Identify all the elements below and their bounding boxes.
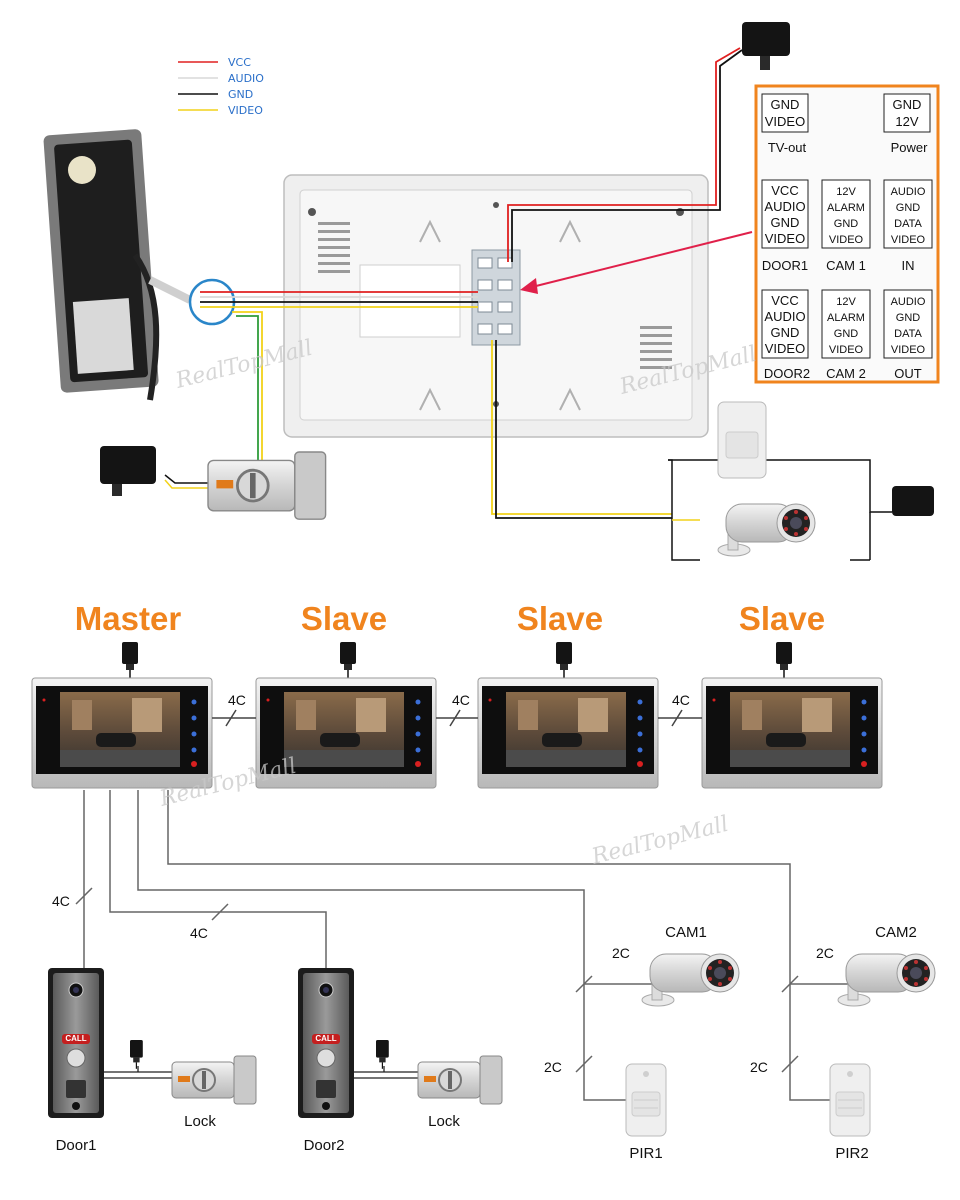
wire-label-cam2: 2C xyxy=(816,945,834,961)
label-pir1: PIR1 xyxy=(629,1145,662,1162)
cam1-line-2: ALARM xyxy=(827,202,865,214)
in-line-1: AUDIO xyxy=(891,186,926,198)
link-label-1: 4C xyxy=(228,692,246,708)
door2-caption: DOOR2 xyxy=(764,366,810,381)
power-line-2: 12V xyxy=(895,114,918,129)
bottom-wiring xyxy=(75,790,852,1101)
label-cam2: CAM2 xyxy=(875,924,917,941)
wire-label-pir2: 2C xyxy=(750,1059,768,1075)
role-slave-1: Slave xyxy=(301,600,387,637)
label-pir2: PIR2 xyxy=(835,1145,868,1162)
pointer-arrow xyxy=(520,231,753,294)
camera-1 xyxy=(641,953,740,1007)
wire-label-door1: 4C xyxy=(52,893,70,909)
legend-audio: AUDIO xyxy=(228,72,264,85)
cam2-line-1: 12V xyxy=(836,296,856,308)
camera-2 xyxy=(837,953,936,1007)
monitor-slave-2 xyxy=(477,677,659,789)
wire-label-door2: 4C xyxy=(190,925,208,941)
pir-top xyxy=(717,401,767,479)
cam1-caption: CAM 1 xyxy=(826,258,866,273)
monitor-slave-3 xyxy=(701,677,883,789)
lock-top xyxy=(206,450,328,521)
pir-1 xyxy=(625,1063,667,1137)
camera-top xyxy=(717,503,816,557)
power-adapter-cam-top xyxy=(892,486,934,516)
tvout-line-1: GND xyxy=(771,97,800,112)
lock-wiring xyxy=(104,1066,418,1079)
door1-line-4: VIDEO xyxy=(765,231,805,246)
in-line-2: GND xyxy=(896,202,921,214)
legend-video: VIDEO xyxy=(228,104,263,117)
label-door1: Door1 xyxy=(56,1137,97,1154)
link-label-3: 4C xyxy=(672,692,690,708)
label-cam1: CAM1 xyxy=(665,924,707,941)
lock-adapter-1 xyxy=(129,1039,144,1070)
door1-line-2: AUDIO xyxy=(764,199,805,214)
watermark-4: RealTopMall xyxy=(588,812,731,870)
monitor-links xyxy=(212,709,702,727)
door-panel-2 xyxy=(297,967,355,1119)
wire-label-pir1: 2C xyxy=(544,1059,562,1075)
power-caption: Power xyxy=(891,140,929,155)
door1-line-1: VCC xyxy=(771,183,798,198)
cam2-line-4: VIDEO xyxy=(829,344,864,356)
in-caption: IN xyxy=(902,258,915,273)
top-wiring xyxy=(164,47,892,561)
out-line-4: VIDEO xyxy=(891,344,926,356)
door2-line-2: AUDIO xyxy=(764,309,805,324)
out-caption: OUT xyxy=(894,366,922,381)
monitor-adapter-2 xyxy=(339,641,357,679)
cam2-line-3: GND xyxy=(834,328,859,340)
port-label-box: GND VIDEO TV-out GND 12V Power VCC AUDIO… xyxy=(754,84,940,384)
out-line-3: DATA xyxy=(894,328,922,340)
door2-line-1: VCC xyxy=(771,293,798,308)
door-panel-1 xyxy=(47,967,105,1119)
door1-caption: DOOR1 xyxy=(762,258,808,273)
lock-1 xyxy=(171,1055,257,1105)
power-line-1: GND xyxy=(893,97,922,112)
wire-label-cam1: 2C xyxy=(612,945,630,961)
lock-adapter-2 xyxy=(375,1039,390,1070)
cam1-line-1: 12V xyxy=(836,186,856,198)
label-lock2: Lock xyxy=(428,1113,460,1130)
door2-line-3: GND xyxy=(771,325,800,340)
monitor-adapter-1 xyxy=(121,641,139,679)
cam1-line-3: GND xyxy=(834,218,859,230)
role-master: Master xyxy=(75,600,182,637)
legend-gnd: GND xyxy=(228,88,253,101)
call-label-1: CALL xyxy=(65,1034,86,1043)
cam1-line-4: VIDEO xyxy=(829,234,864,246)
tvout-line-2: VIDEO xyxy=(765,114,805,129)
in-line-4: VIDEO xyxy=(891,234,926,246)
door2-line-4: VIDEO xyxy=(765,341,805,356)
in-line-3: DATA xyxy=(894,218,922,230)
lock-2 xyxy=(417,1055,503,1105)
monitor-adapter-4 xyxy=(775,641,793,679)
cam2-line-2: ALARM xyxy=(827,312,865,324)
role-slave-2: Slave xyxy=(517,600,603,637)
link-label-2: 4C xyxy=(452,692,470,708)
color-legend: VCC AUDIO GND VIDEO xyxy=(178,56,264,117)
pir-2 xyxy=(829,1063,871,1137)
call-label-2: CALL xyxy=(315,1034,336,1043)
legend-vcc: VCC xyxy=(228,56,251,69)
monitor-adapter-3 xyxy=(555,641,573,679)
monitor-master xyxy=(31,677,213,789)
door1-line-3: GND xyxy=(771,215,800,230)
role-slave-3: Slave xyxy=(739,600,825,637)
monitor-back-view xyxy=(283,174,709,438)
tvout-caption: TV-out xyxy=(768,140,807,155)
label-lock1: Lock xyxy=(184,1113,216,1130)
out-line-1: AUDIO xyxy=(891,296,926,308)
power-adapter-lock-top xyxy=(100,446,156,496)
door-panel-back-photo xyxy=(43,129,192,401)
power-adapter-top xyxy=(742,22,790,70)
cam2-caption: CAM 2 xyxy=(826,366,866,381)
label-door2: Door2 xyxy=(304,1137,345,1154)
out-line-2: GND xyxy=(896,312,921,324)
